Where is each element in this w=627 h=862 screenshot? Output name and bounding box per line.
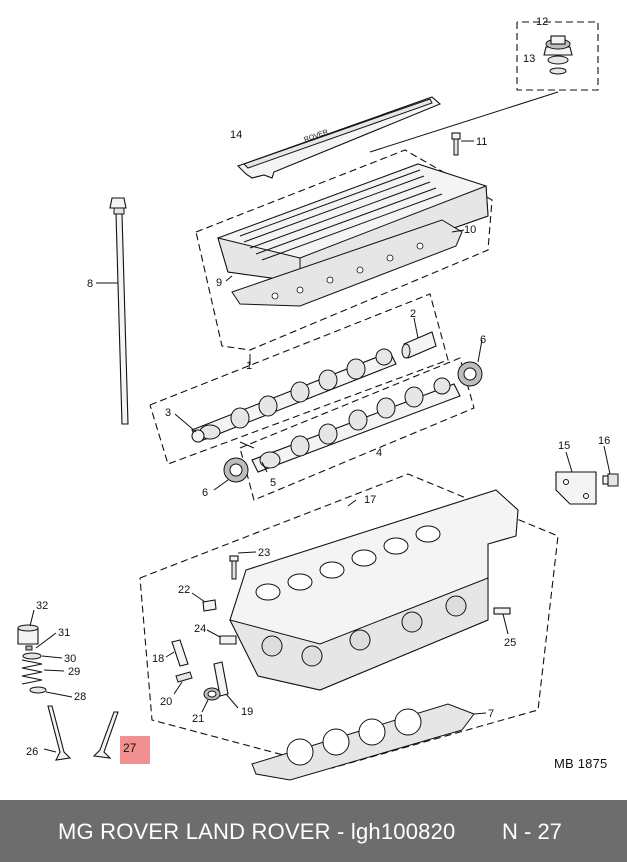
callout-labels: 12 13 14 11 10 9 8 2 6 1 3 4 5 6 15 16 1… — [26, 16, 610, 758]
callout-2: 2 — [410, 308, 416, 320]
callout-9: 9 — [216, 277, 222, 289]
callout-4: 4 — [376, 447, 382, 459]
callout-20: 20 — [160, 696, 172, 708]
callout-30: 30 — [64, 653, 76, 665]
callout-26: 26 — [26, 746, 38, 758]
cylinder-head-diagram: ROVER — [17, 16, 619, 781]
callout-32: 32 — [36, 600, 48, 612]
callout-3: 3 — [165, 407, 171, 419]
footer-title: MG ROVER LAND ROVER - lgh100820 — [58, 819, 456, 844]
callout-24: 24 — [194, 623, 206, 635]
callout-17: 17 — [364, 494, 376, 506]
callout-15: 15 — [558, 440, 570, 452]
callout-11: 11 — [476, 136, 487, 148]
callout-14: 14 — [230, 129, 242, 141]
cover-bolt — [451, 132, 474, 156]
callout-10: 10 — [464, 224, 476, 236]
highlighted-part-box — [120, 736, 150, 764]
callout-7: 7 — [488, 708, 494, 720]
sensor-plate-group — [555, 445, 619, 505]
footer-page-code: N - 27 — [502, 819, 562, 844]
highlighted-part-label: 27 — [123, 741, 137, 755]
callout-8: 8 — [87, 278, 93, 290]
callout-5: 5 — [270, 477, 276, 489]
callout-1: 1 — [246, 360, 252, 372]
callout-29: 29 — [68, 666, 80, 678]
callout-6-upper: 6 — [480, 334, 486, 346]
callout-16: 16 — [598, 435, 610, 447]
exploded-diagram: ROVER — [17, 16, 619, 781]
callout-31: 31 — [58, 627, 70, 639]
callout-19: 19 — [241, 706, 253, 718]
valve-train-group — [17, 609, 119, 761]
oil-filler-cap-group — [369, 21, 599, 153]
cylinder-head-group — [139, 473, 559, 781]
camshaft-cover-group — [195, 149, 493, 351]
spark-plug-cover: ROVER — [236, 96, 442, 179]
callout-13: 13 — [523, 53, 535, 65]
callout-23: 23 — [258, 547, 270, 559]
drawing-code: MB 1875 — [554, 756, 608, 771]
footer-bar: MG ROVER LAND ROVER - lgh100820 N - 27 — [0, 800, 627, 862]
small-parts-group — [165, 551, 511, 713]
callout-22: 22 — [178, 584, 190, 596]
callout-21: 21 — [192, 713, 204, 725]
callout-12: 12 — [536, 16, 548, 28]
camshaft-group — [149, 293, 483, 501]
callout-28: 28 — [74, 691, 86, 703]
callout-25: 25 — [504, 637, 516, 649]
head-bolt — [96, 197, 129, 425]
callout-6-lower: 6 — [202, 487, 208, 499]
callout-18: 18 — [152, 653, 164, 665]
